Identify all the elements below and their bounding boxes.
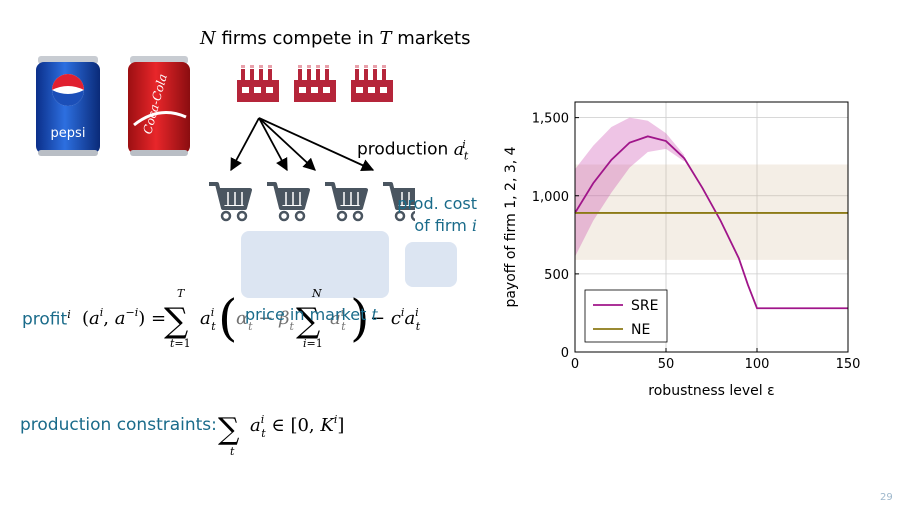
svg-text:): )	[350, 289, 370, 347]
y-tick-label: 0	[561, 346, 569, 361]
chart-legend: SRE NE	[584, 289, 668, 343]
legend-box	[584, 289, 668, 343]
svg-text:αt − βt: αt − βt	[236, 308, 295, 333]
y-tick-label: 1,500	[532, 112, 569, 127]
svg-text:t: t	[230, 445, 235, 458]
factory-icon	[237, 65, 279, 102]
cart-icon	[265, 182, 310, 222]
payoff-chart: 0 50 100 150 0 500 1,000 1,500 robustness level…	[503, 101, 861, 399]
x-tick-label: 100	[745, 357, 770, 372]
x-tick-label: 150	[836, 357, 861, 372]
pepsi-logo-text: pepsi	[51, 126, 86, 141]
y-tick-label: 500	[544, 268, 569, 283]
legend-label-sre: SRE	[631, 298, 658, 314]
price-label: price in market t	[245, 305, 378, 324]
svg-text:ait: ait	[200, 306, 216, 333]
series-line-sre	[574, 135, 848, 310]
x-axis-label: robustness level ε	[648, 383, 774, 399]
svg-text:∑: ∑	[164, 301, 188, 341]
legend-label-ne: NE	[631, 322, 650, 338]
page-number: 29	[880, 492, 893, 503]
pepsi-can-icon: pepsi	[36, 56, 100, 156]
svg-text:ait: ait	[330, 306, 346, 333]
factory-icon	[294, 65, 336, 102]
svg-text:N: N	[311, 287, 322, 300]
factory-icon	[351, 65, 393, 102]
coke-can-icon: Coca-Cola	[128, 56, 190, 156]
svg-text:t=1: t=1	[170, 337, 191, 350]
soda-cans: pepsi Coca-Cola	[36, 56, 190, 156]
svg-text:(ai, a−i) =: (ai, a−i) =	[82, 306, 166, 329]
constraints-label: production constraints:	[20, 415, 217, 435]
plot-frame	[574, 101, 849, 353]
production-arrows	[230, 117, 375, 172]
svg-text:ait ∈ [0, Ki]: ait ∈ [0, Ki]	[250, 413, 344, 440]
svg-text:T: T	[177, 287, 186, 300]
svg-text:∑: ∑	[296, 301, 320, 341]
production-label: production ati	[357, 138, 469, 163]
x-tick-label: 50	[658, 357, 675, 372]
price-highlight	[241, 231, 389, 298]
svg-text:i=1: i=1	[303, 337, 323, 350]
cart-icon	[323, 182, 368, 222]
series-band-sre	[575, 117, 685, 257]
cart-icon	[207, 182, 252, 222]
svg-text:(: (	[218, 289, 238, 347]
slide-title: N firms compete in T markets	[200, 28, 471, 49]
x-tick-label: 0	[571, 357, 579, 372]
cost-label: prod. cost of firm i	[397, 194, 477, 235]
y-axis-label: payoff of firm 1, 2, 3, 4	[503, 146, 519, 307]
profit-label: profiti	[22, 308, 71, 330]
svg-text:∑: ∑	[218, 412, 240, 447]
y-tick-label: 1,000	[532, 190, 569, 205]
cost-highlight	[405, 242, 457, 287]
firms-markets-diagram	[207, 65, 415, 222]
